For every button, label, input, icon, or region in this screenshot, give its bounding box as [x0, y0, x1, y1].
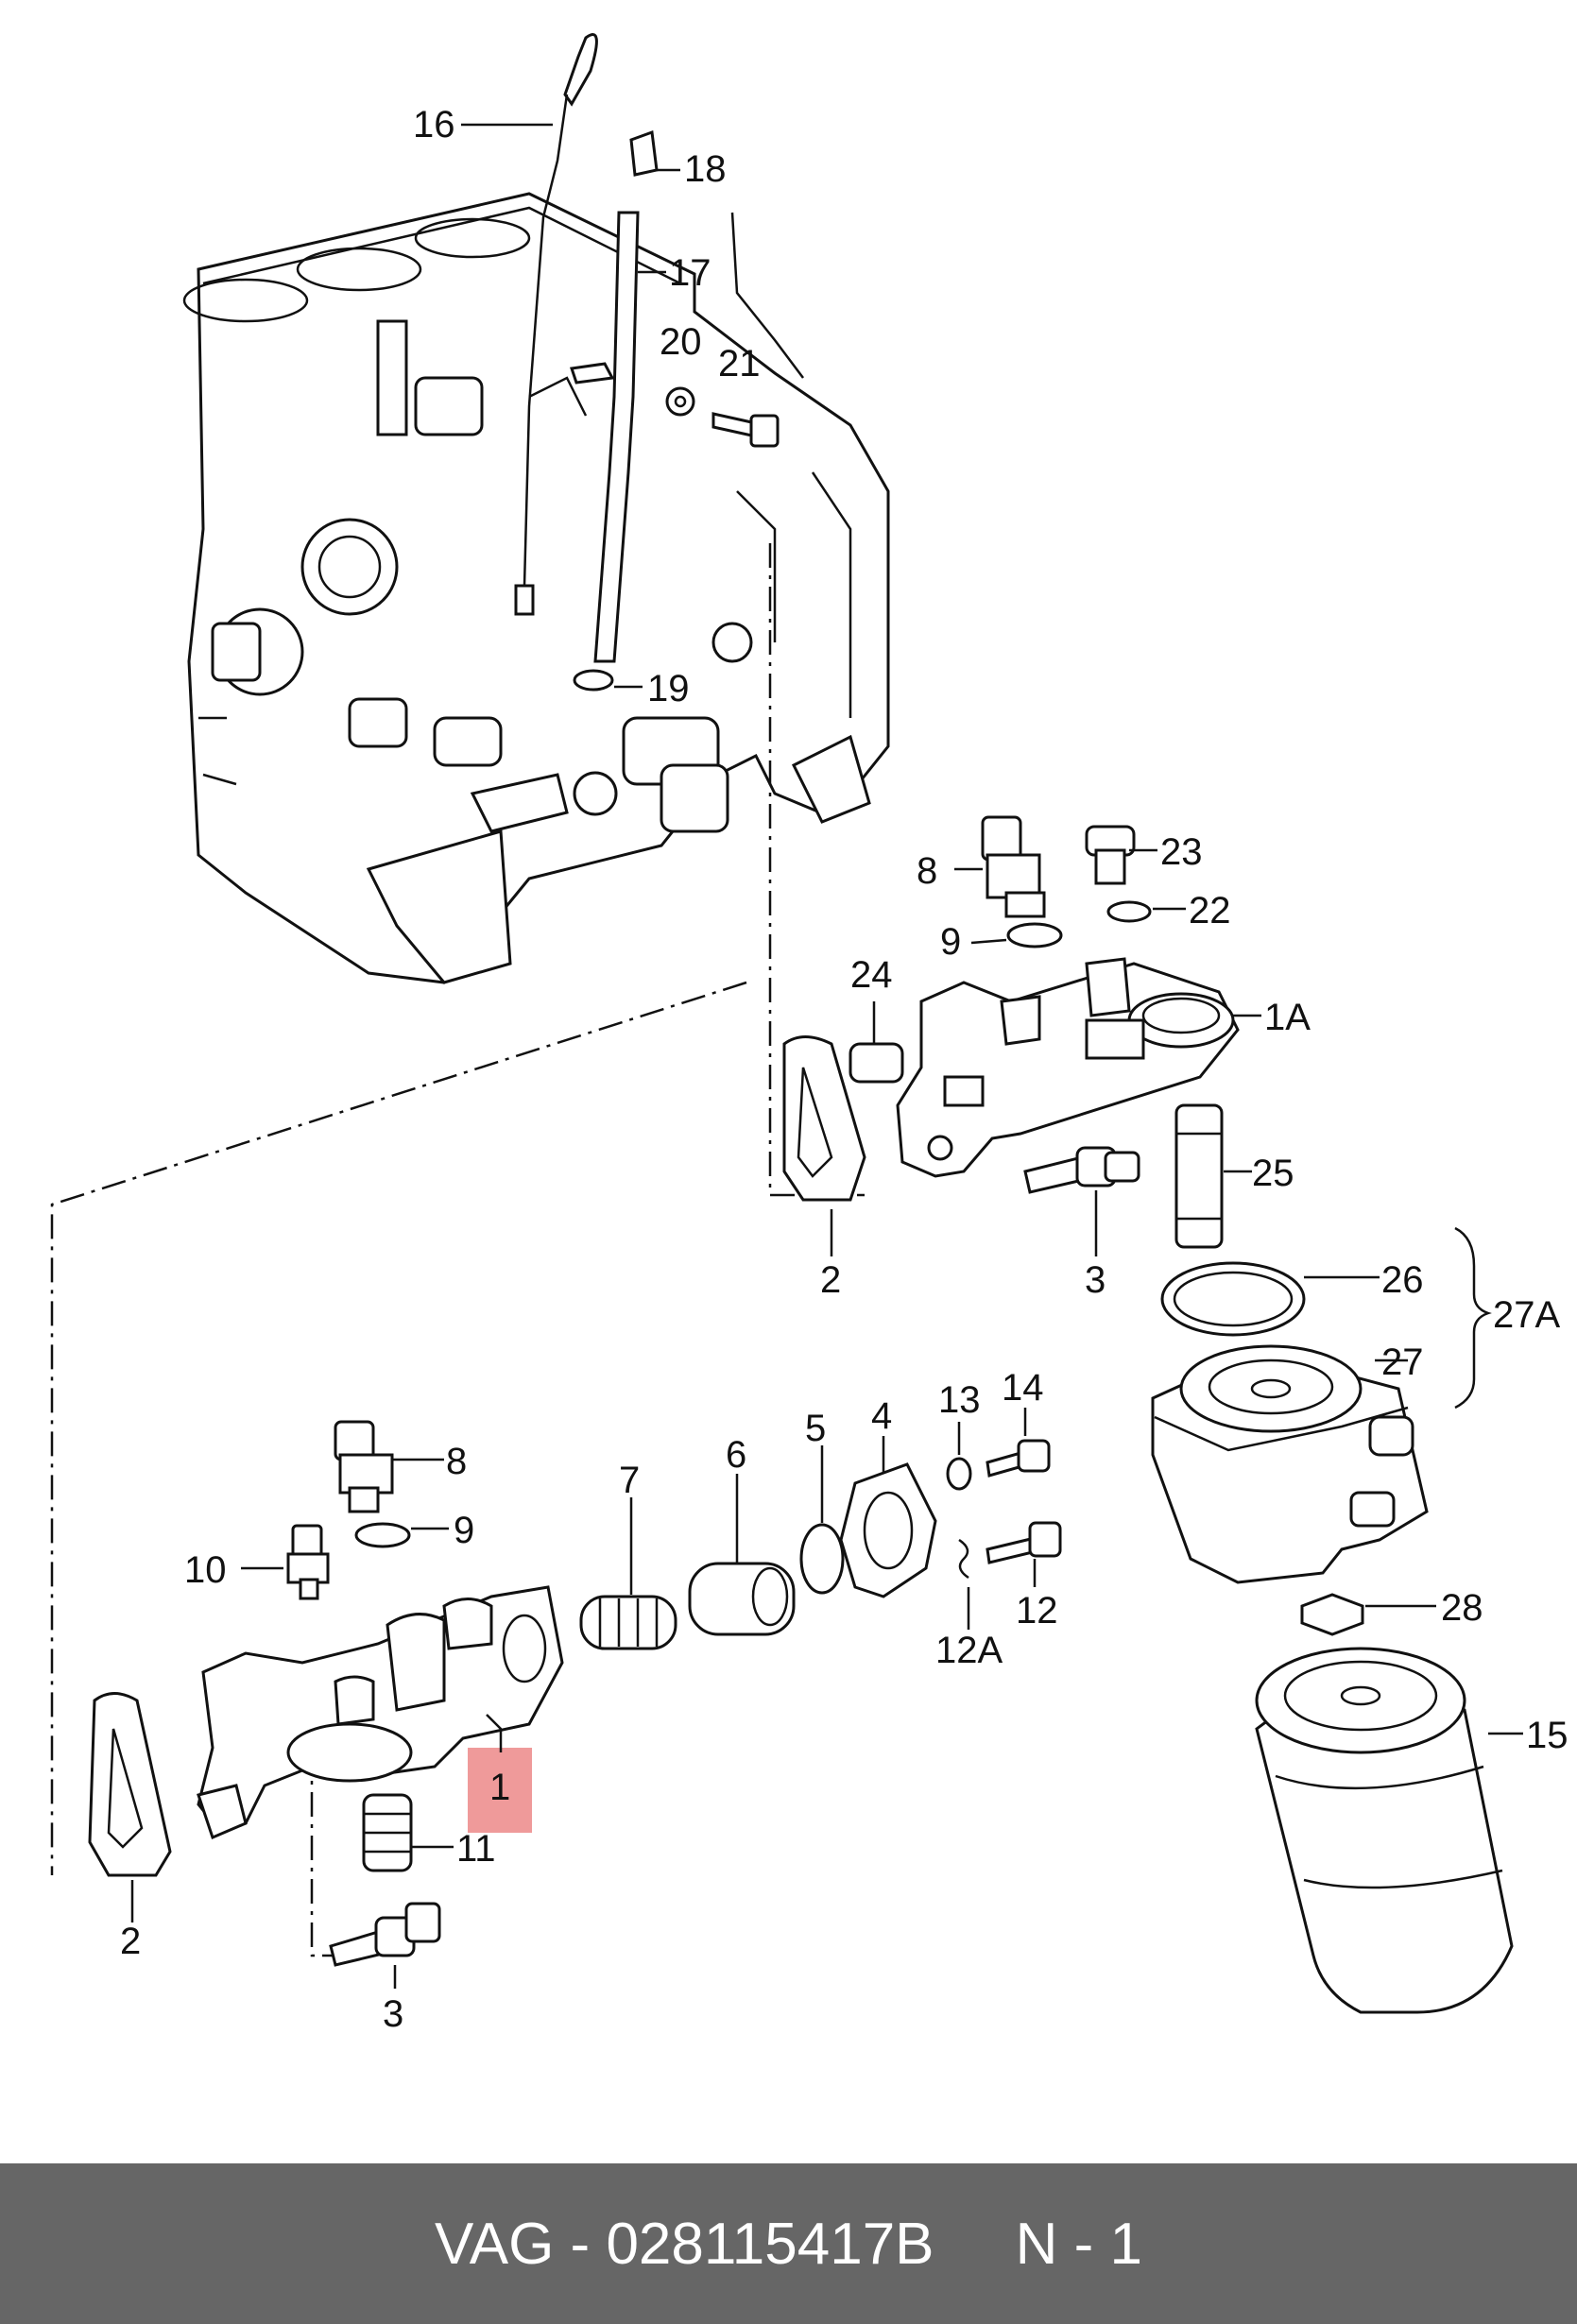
svg-text:25: 25 — [1252, 1153, 1294, 1194]
svg-text:17: 17 — [669, 252, 711, 294]
sender-10: 10 — [184, 1524, 330, 1600]
stud-11: 11 — [362, 1793, 496, 1872]
svg-text:11: 11 — [456, 1828, 496, 1870]
callout-18: 18 — [657, 148, 727, 190]
svg-text:12A: 12A — [935, 1630, 1003, 1671]
svg-text:19: 19 — [647, 668, 690, 709]
stud-24: 24 — [848, 954, 904, 1084]
svg-text:23: 23 — [1160, 831, 1203, 873]
exploded-parts-diagram: 16 18 17 20 21 19 — [50, 33, 1568, 2035]
svg-text:1A: 1A — [1264, 997, 1311, 1038]
dipstick-guide-tube — [570, 129, 659, 663]
engine-block — [182, 192, 890, 984]
svg-text:9: 9 — [940, 921, 961, 963]
valve-6: 6 — [688, 1434, 796, 1636]
svg-text:3: 3 — [1085, 1259, 1106, 1301]
highlight-box: 1 — [468, 1714, 532, 1833]
svg-text:27A: 27A — [1493, 1294, 1560, 1336]
svg-text:22: 22 — [1189, 890, 1231, 931]
nut-28: 28 — [1300, 1587, 1483, 1636]
washer-9-upper: 9 — [940, 921, 1063, 963]
gasket-2-lower: 2 — [88, 1692, 172, 1962]
svg-text:7: 7 — [619, 1460, 640, 1501]
oil-filter-15: 15 — [1255, 1647, 1568, 2014]
svg-text:8: 8 — [917, 850, 937, 892]
bolt-3-lower: 3 — [329, 1902, 441, 2035]
svg-text:12: 12 — [1016, 1590, 1058, 1632]
svg-text:2: 2 — [820, 1259, 841, 1301]
oil-cooler-27: 27 — [1151, 1341, 1429, 1584]
gasket-2-upper — [782, 1035, 866, 1202]
svg-text:21: 21 — [718, 343, 761, 384]
plug-8-lower: 8 — [334, 1420, 467, 1513]
bolt-3-upper: 3 — [1023, 1146, 1140, 1301]
cover-4: 4 — [839, 1395, 937, 1598]
svg-text:27: 27 — [1381, 1341, 1424, 1383]
part-number-footer: VAG - 028115417B N - 1 — [0, 2163, 1577, 2324]
callout-16: 16 — [413, 104, 553, 145]
svg-text:16: 16 — [413, 104, 455, 145]
svg-text:6: 6 — [726, 1434, 746, 1476]
svg-text:10: 10 — [184, 1549, 227, 1591]
washer-22: 22 — [1106, 890, 1231, 931]
bolt-14: 14 — [986, 1367, 1051, 1478]
callout-2-upper: 2 — [820, 1209, 841, 1301]
gap — [934, 2211, 1016, 2278]
tube-25: 25 — [1174, 1103, 1294, 1249]
svg-text:1: 1 — [489, 1767, 510, 1808]
flange-1A — [896, 957, 1240, 1178]
svg-text:18: 18 — [684, 148, 727, 190]
svg-text:13: 13 — [938, 1379, 981, 1421]
o-ring-5: 5 — [799, 1408, 845, 1595]
callout-1A: 1A — [1233, 997, 1311, 1038]
svg-text:26: 26 — [1381, 1259, 1424, 1301]
callout-17: 17 — [638, 212, 804, 379]
svg-text:5: 5 — [805, 1408, 826, 1449]
washer-13: 13 — [938, 1379, 981, 1491]
svg-text:28: 28 — [1441, 1587, 1483, 1629]
part-number: 028115417B — [606, 2211, 934, 2277]
position-label: N - 1 — [1015, 2211, 1143, 2277]
spring-7: 7 — [579, 1460, 677, 1650]
seal-26: 26 — [1160, 1259, 1424, 1337]
clip-12A: 12A — [935, 1538, 1003, 1671]
bracket-27A: 27A — [1454, 1226, 1560, 1410]
plug-23: 23 — [1085, 825, 1203, 885]
washer-9-lower: 9 — [354, 1510, 474, 1551]
bolt-12: 12 — [986, 1521, 1062, 1632]
separator — [554, 2211, 570, 2278]
svg-text:15: 15 — [1526, 1715, 1568, 1756]
svg-text:4: 4 — [871, 1395, 892, 1437]
svg-text:14: 14 — [1002, 1367, 1044, 1409]
svg-text:3: 3 — [383, 1993, 403, 2035]
svg-text:2: 2 — [120, 1921, 141, 1962]
separator — [590, 2211, 606, 2278]
brand-label: VAG — [434, 2211, 555, 2277]
washer-20: 20 — [660, 321, 702, 417]
dipstick — [514, 33, 598, 616]
svg-text:20: 20 — [660, 321, 702, 363]
svg-text:8: 8 — [446, 1441, 467, 1482]
plug-8-upper: 8 — [917, 815, 1046, 918]
separator-dash: - — [570, 2211, 591, 2277]
o-ring-19: 19 — [573, 668, 690, 709]
bolt-21: 21 — [711, 343, 780, 448]
svg-text:9: 9 — [454, 1510, 474, 1551]
svg-text:24: 24 — [850, 954, 893, 996]
housing-1 — [197, 1585, 564, 1840]
